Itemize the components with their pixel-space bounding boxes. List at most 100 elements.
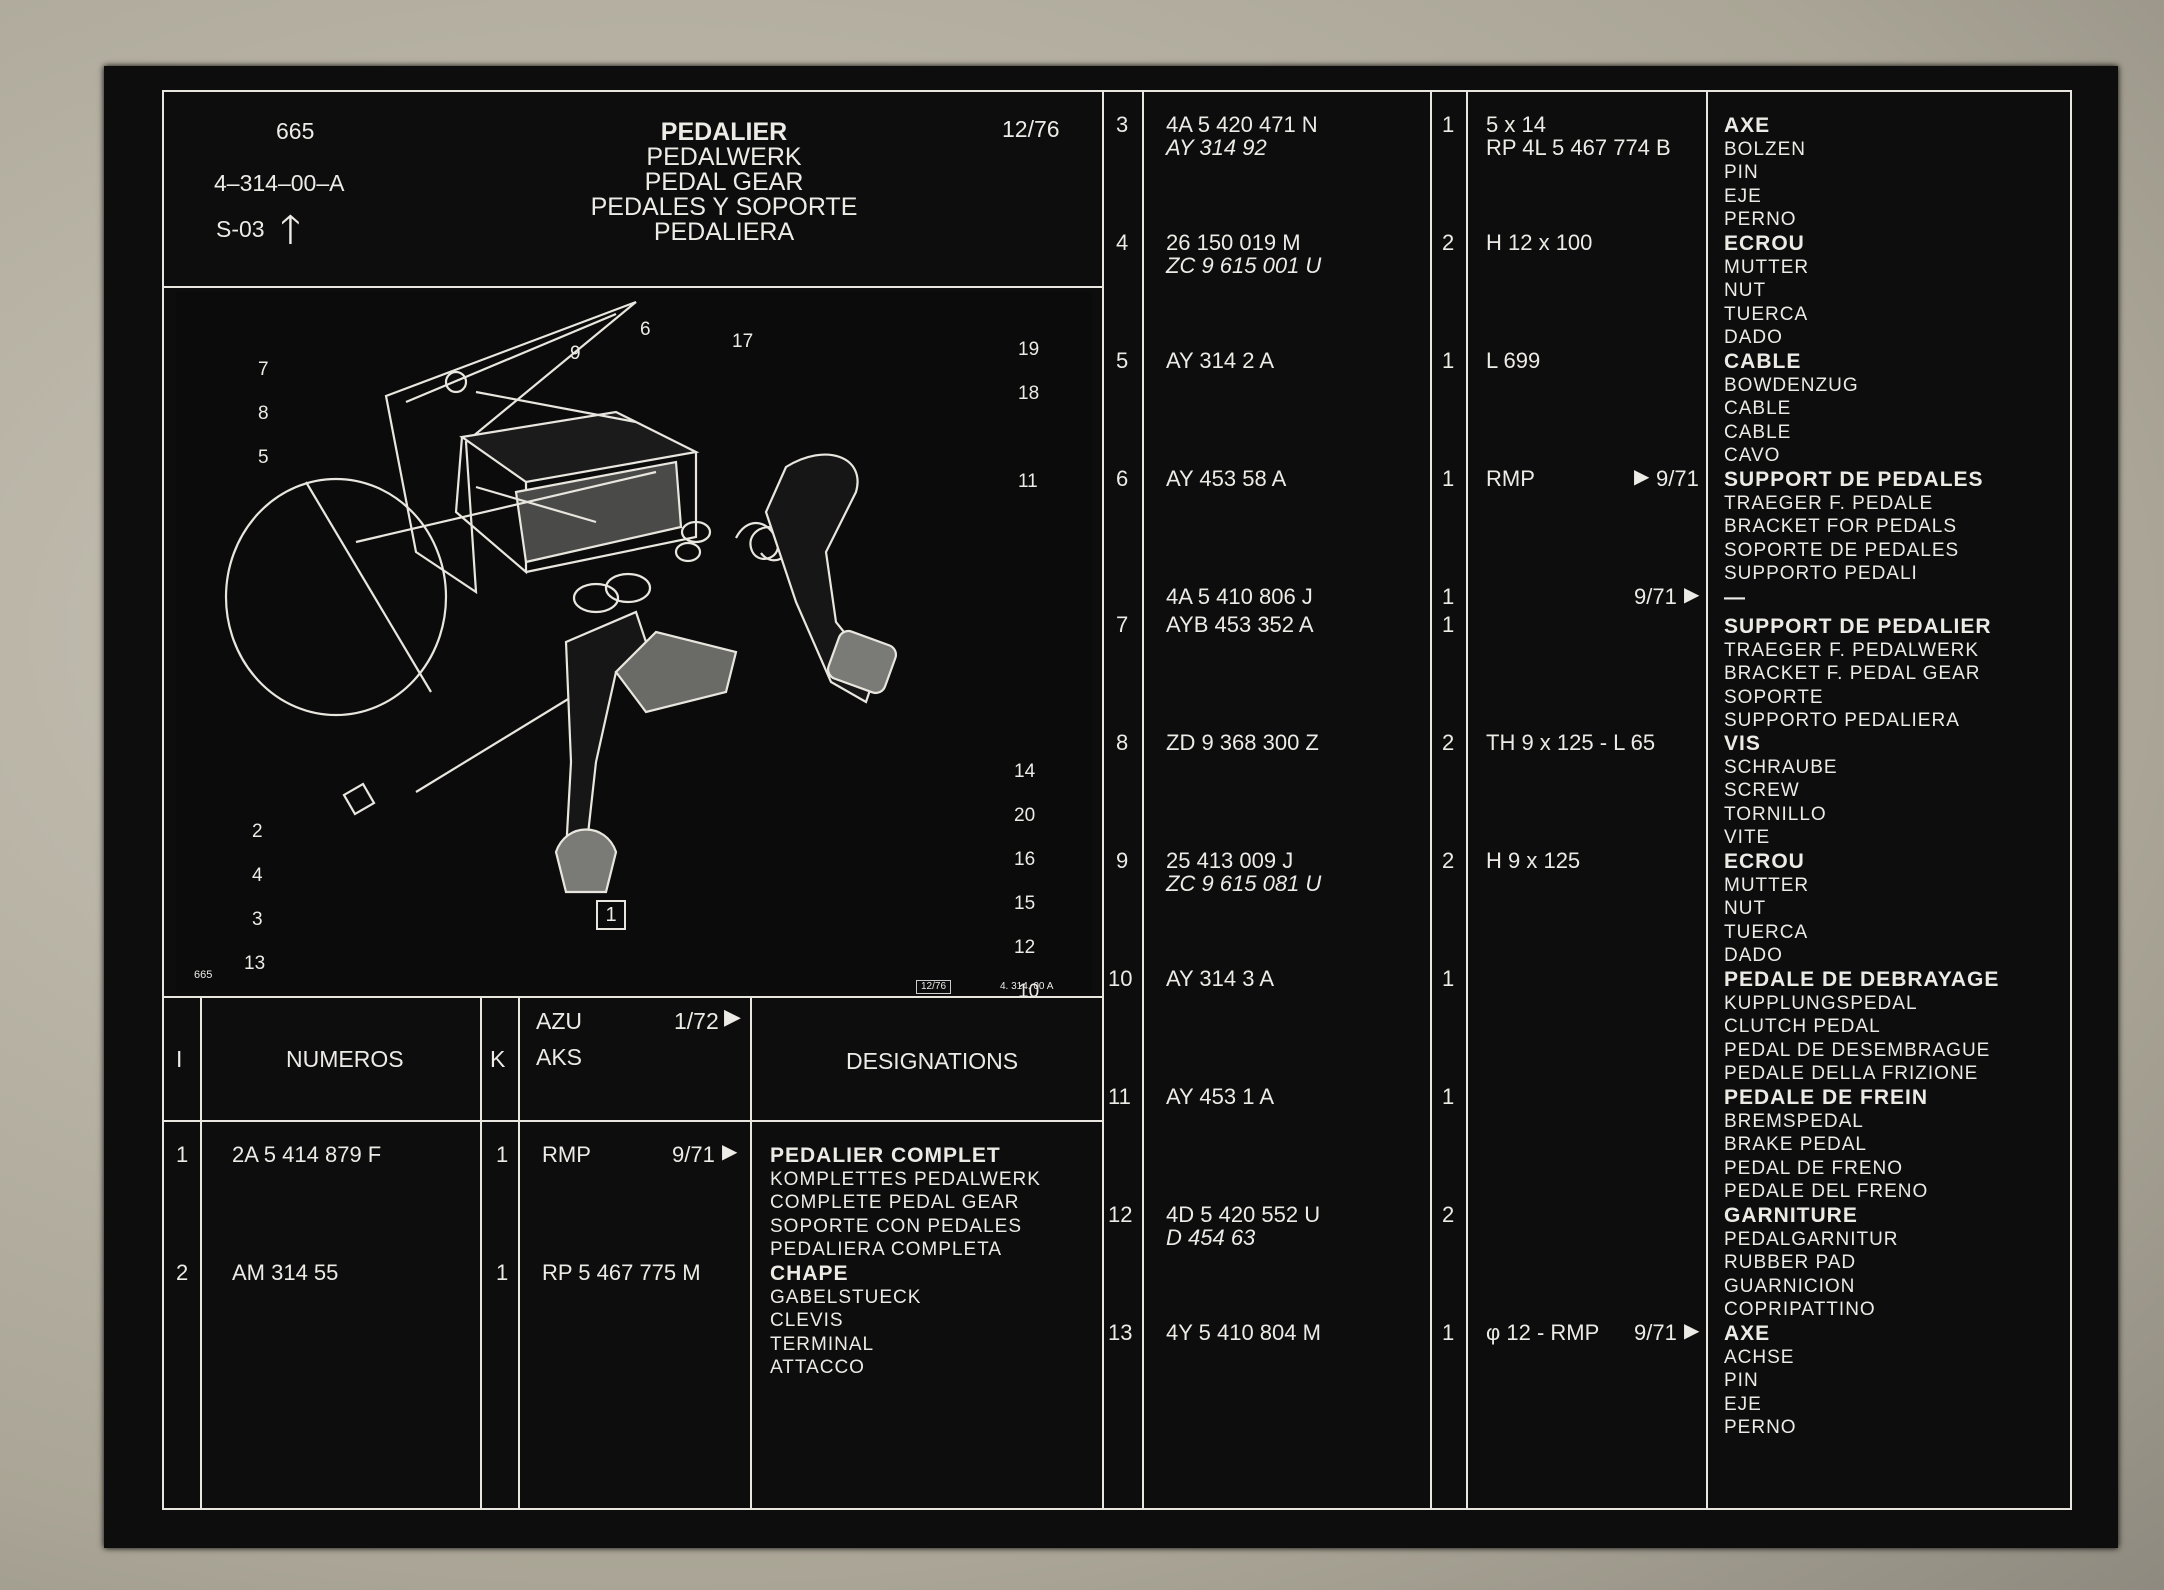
part-number: AY 314 2 A — [1166, 348, 1275, 373]
aks-ref: H 9 x 125 — [1486, 848, 1581, 873]
diagram-footer-mid: 12/76 — [916, 980, 952, 994]
divider-right-num — [1430, 90, 1432, 1508]
diagram-footer-right: 4. 314. 00 A — [1000, 981, 1054, 992]
designation-translation: CLEVIS — [770, 1310, 844, 1331]
aks-ref: 5 x 14 — [1486, 112, 1546, 137]
designation-translation: PEDALIERA COMPLETA — [770, 1239, 1002, 1260]
part-number: 25 413 009 J — [1166, 848, 1294, 873]
divider-left-right — [1102, 90, 1104, 1508]
row-index: 3 — [1116, 112, 1129, 137]
callout-16: 16 — [1014, 849, 1036, 870]
callout-9: 9 — [570, 343, 581, 364]
designation-translation: CLUTCH PEDAL — [1724, 1016, 1881, 1037]
designation-primary: ECROU — [1724, 232, 1805, 255]
designation-translation: EJE — [1724, 185, 1762, 207]
quantity: 1 — [1442, 1084, 1455, 1109]
row-index: 4 — [1116, 230, 1129, 255]
col-numeros-header: NUMEROS — [286, 1046, 404, 1072]
designation-primary: PEDALIER COMPLET — [770, 1144, 1001, 1167]
designation-translation: MUTTER — [1724, 256, 1810, 278]
part-number: AY 314 3 A — [1166, 966, 1275, 991]
designation-primary: AXE — [1724, 114, 1771, 137]
header-date: 12/76 — [1002, 116, 1060, 142]
designation-translation: TRAEGER F. PEDALWERK — [1724, 639, 1980, 661]
callout-14: 14 — [1014, 761, 1036, 782]
callout-11: 11 — [1018, 471, 1038, 492]
part-number: AYB 453 352 A — [1166, 612, 1314, 637]
divider-right-k — [1466, 90, 1468, 1508]
designation-translation: CAVO — [1724, 445, 1781, 466]
row-date: 9/71 — [1634, 584, 1677, 609]
row-index: 2 — [176, 1260, 189, 1285]
quantity: 1 — [1442, 348, 1455, 373]
row-index: 1 — [176, 1142, 189, 1167]
designation-translation: COMPLETE PEDAL GEAR — [770, 1192, 1020, 1213]
divider-left-num — [480, 996, 482, 1508]
designation-translation: TUERCA — [1724, 303, 1809, 325]
designation-primary: GARNITURE — [1724, 1204, 1858, 1227]
part-number: ZD 9 368 300 Z — [1166, 730, 1319, 755]
designation-translation: RUBBER PAD — [1724, 1252, 1857, 1273]
designation-primary: CABLE — [1724, 350, 1802, 373]
title-fr: PEDALIER — [660, 118, 788, 146]
pedal-gear-drawing — [176, 292, 1092, 992]
quantity: 1 — [1442, 112, 1455, 137]
col-index-header: I — [176, 1046, 183, 1072]
col-azu-header: AZU — [536, 1008, 582, 1034]
callout-8: 8 — [258, 403, 269, 424]
part-number: 4Y 5 410 804 M — [1166, 1320, 1321, 1345]
callout-20: 20 — [1014, 805, 1036, 826]
designation-translation: PEDALGARNITUR — [1724, 1228, 1899, 1250]
designation-translation: SCREW — [1724, 780, 1800, 801]
row-date: 9/71 — [672, 1142, 715, 1167]
designation-primary: VIS — [1724, 732, 1761, 755]
designation-translation: NUT — [1724, 898, 1767, 919]
callout-7: 7 — [258, 359, 269, 380]
designation-translation: BREMSPEDAL — [1724, 1110, 1864, 1132]
title-de: PEDALWERK — [646, 143, 802, 171]
designation-primary: — — [1724, 586, 1746, 609]
aks-ref: H 12 x 100 — [1486, 230, 1593, 255]
callout-6: 6 — [640, 319, 651, 340]
designation-translation: PIN — [1724, 162, 1759, 183]
designation-translation: PERNO — [1724, 209, 1797, 230]
callout-3: 3 — [252, 909, 263, 930]
designation-translation: PEDALE DEL FRENO — [1724, 1181, 1929, 1202]
divider-right-aks — [1706, 90, 1708, 1508]
quantity: 2 — [1442, 230, 1455, 255]
aks-ref: L 699 — [1486, 348, 1541, 373]
designation-translation: BOWDENZUG — [1724, 374, 1859, 396]
parts-catalog-sheet: 665 4–314–00–A S-03 🡑 12/76 PEDALIER PED… — [104, 66, 2118, 1548]
quantity: 1 — [1442, 466, 1455, 491]
part-number-alt: ZC 9 615 001 U — [1166, 253, 1322, 278]
designation-translation: DADO — [1724, 945, 1783, 966]
designation-translation: BRACKET F. PEDAL GEAR — [1724, 663, 1981, 684]
part-number: 4A 5 410 806 J — [1166, 584, 1313, 609]
callout-17: 17 — [732, 331, 754, 352]
page-number: 665 — [276, 118, 315, 144]
part-number-alt: ZC 9 615 081 U — [1166, 871, 1322, 896]
arrow-right-icon: ▶ — [1634, 466, 1650, 488]
designation-translation: DADO — [1724, 327, 1783, 348]
designation-translation: COPRIPATTINO — [1724, 1299, 1876, 1320]
designation-translation: PEDAL DE FRENO — [1724, 1157, 1904, 1179]
designation-translation: PEDALE DELLA FRIZIONE — [1724, 1063, 1979, 1084]
part-number: 4D 5 420 552 U — [1166, 1202, 1321, 1227]
part-number: AY 453 1 A — [1166, 1084, 1275, 1109]
quantity: 1 — [1442, 612, 1455, 637]
callout-13: 13 — [244, 953, 266, 974]
designation-primary: AXE — [1724, 1322, 1771, 1345]
title-it: PEDALIERA — [653, 218, 795, 246]
designation-translation: BRACKET FOR PEDALS — [1724, 516, 1958, 537]
divider-left-idx — [200, 996, 202, 1508]
section-code: S-03 — [216, 216, 265, 242]
aks-ref: φ 12 - RMP — [1486, 1320, 1600, 1345]
designation-translation: KUPPLUNGSPEDAL — [1724, 992, 1918, 1014]
